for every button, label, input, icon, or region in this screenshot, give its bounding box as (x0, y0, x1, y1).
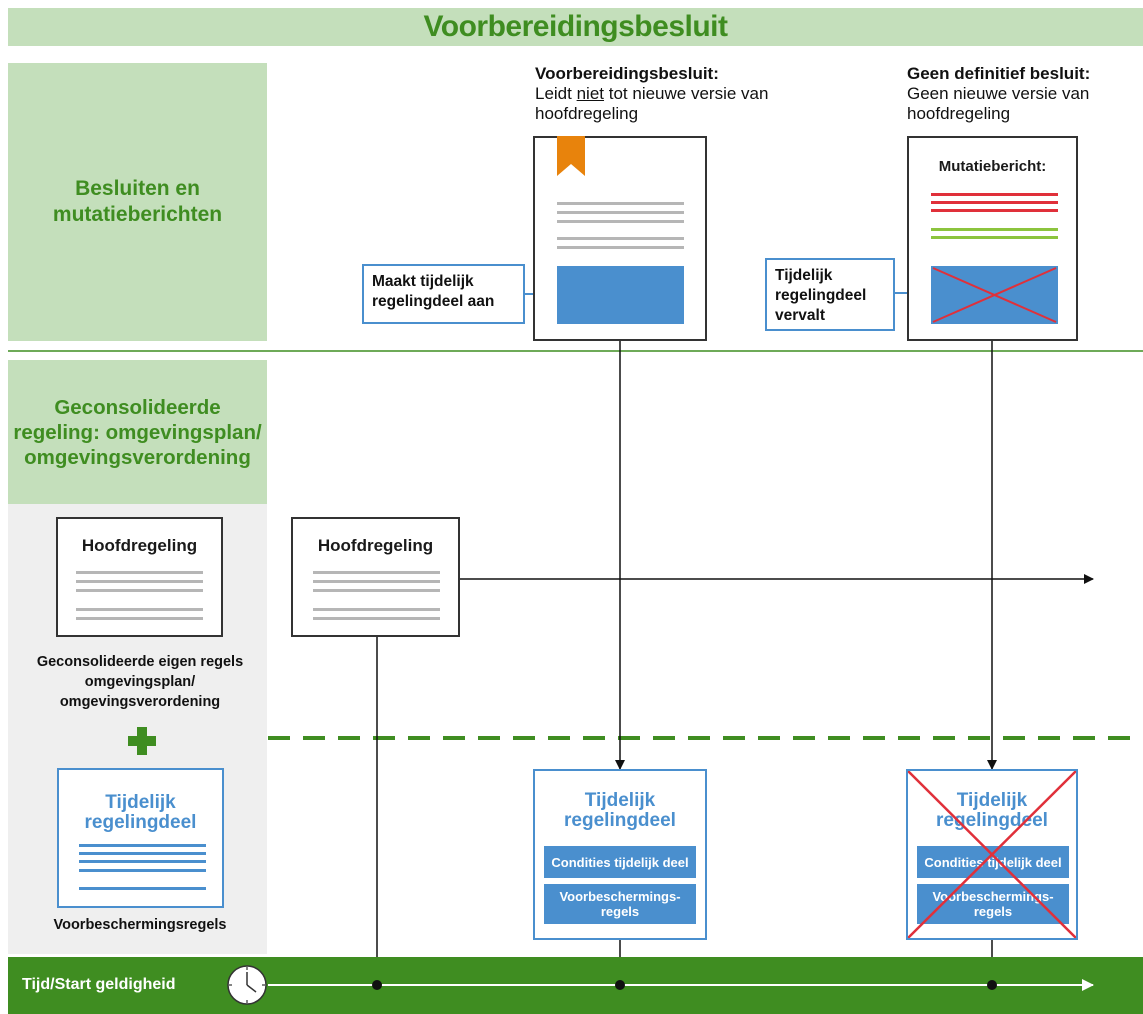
decision-callout: Maakt tijdelijk regelingdeel aan (362, 264, 525, 324)
mutation-document-title: Mutatiebericht: (938, 158, 1047, 175)
temp-conditions-block: Condities tijdelijk deel (544, 846, 696, 878)
cross-out-icon (908, 771, 1076, 938)
temp-regelingdeel-box: Tijdelijk regelingdeel Condities tijdeli… (533, 769, 707, 940)
crossed-temp-rules-block: Voorbeschermings-regels (917, 884, 1069, 924)
decision-heading: Voorbereidingsbesluit: Leidt niet tot ni… (535, 64, 769, 123)
legend-tijdelijk-title: Tijdelijk regelingdeel (84, 792, 197, 833)
section-label-geconsolideerde-regeling: Geconsolideerde regeling: omgevingsplan/… (8, 360, 267, 504)
crossed-temp-regelingdeel-box: Tijdelijk regelingdeel Condities tijdeli… (906, 769, 1078, 940)
clock-icon (227, 965, 267, 1005)
legend-hoofdregeling-title: Hoofdregeling (81, 536, 198, 555)
timeline-hoofdregeling-doc: Hoofdregeling (291, 517, 460, 637)
legend-tijdelijk-caption: Voorbeschermingsregels (53, 917, 227, 933)
page-title: Voorbereidingsbesluit (8, 8, 1143, 46)
bookmark-icon (557, 136, 585, 176)
time-marker-voorbereidingsbesluit (615, 980, 625, 990)
plus-icon-bar (128, 736, 156, 746)
temp-regelingdeel-title: Tijdelijk regelingdeel (564, 790, 676, 831)
temp-rules-block: Voorbeschermings-regels (544, 884, 696, 924)
legend-tijdelijk-doc: Tijdelijk regelingdeel (57, 768, 224, 908)
mutation-document: Mutatiebericht: (907, 136, 1078, 341)
timeline-hoofdregeling-title: Hoofdregeling (317, 536, 434, 555)
section-label-besluiten: Besluiten en mutatieberichten (8, 63, 267, 341)
legend-hoofdregeling-caption: Geconsolideerde eigen regels omgevingspl… (36, 654, 244, 710)
mutation-document-removed-part (931, 266, 1058, 324)
time-marker-mutatiebericht (987, 980, 997, 990)
mutation-heading: Geen definitief besluit: Geen nieuwe ver… (907, 64, 1091, 123)
cross-out-icon (932, 267, 1057, 323)
mutation-callout: Tijdelijk regelingdeel vervalt (765, 258, 895, 331)
legend-hoofdregeling-doc: Hoofdregeling (56, 517, 223, 637)
time-label: Tijd/Start geldigheid (22, 976, 176, 993)
decision-document-new-part (557, 266, 684, 324)
decision-document (533, 136, 707, 341)
crossed-temp-conditions-block: Condities tijdelijk deel (917, 846, 1069, 878)
time-marker-hoofdregeling (372, 980, 382, 990)
